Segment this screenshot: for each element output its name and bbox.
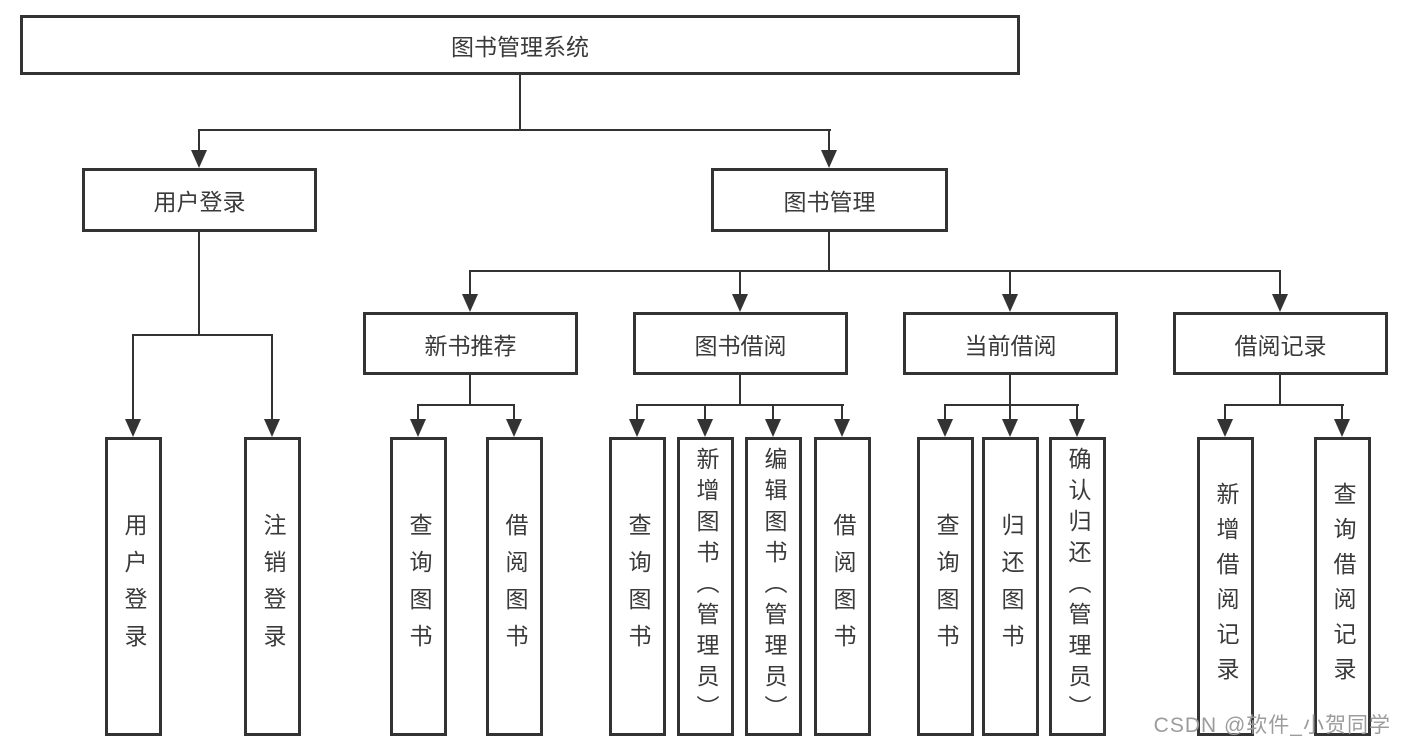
arrowhead-icon	[765, 419, 781, 437]
connector-line	[1279, 374, 1281, 406]
connector-line	[198, 129, 200, 152]
csdn-watermark: CSDN @软件_小贺同学	[1153, 714, 1391, 737]
node-user-login: 用户登录	[82, 168, 317, 232]
arrowhead-icon	[410, 419, 426, 437]
arrowhead-icon	[1002, 294, 1018, 312]
connector-line	[132, 334, 273, 336]
node-new-book-recommendation: 新书推荐	[363, 312, 578, 375]
arrowhead-icon	[629, 419, 645, 437]
connector-line	[1224, 404, 1344, 406]
leaf-label: 借阅图书	[830, 512, 856, 661]
connector-line	[1009, 374, 1011, 406]
leaf-label: 新增图书（管理员）	[693, 447, 719, 726]
leaf-label: 查询图书	[406, 512, 432, 661]
arrowhead-icon	[1334, 419, 1350, 437]
connector-line	[198, 231, 200, 336]
leaf-label: 编辑图书（管理员）	[761, 447, 787, 726]
leaf-query-books-borrowing: 查询图书	[609, 437, 666, 736]
connector-line	[469, 270, 1281, 272]
connector-line	[469, 270, 471, 296]
arrowhead-icon	[191, 150, 207, 168]
connector-line	[519, 74, 521, 130]
node-library-management-system: 图书管理系统	[20, 15, 1020, 75]
arrowhead-icon	[1272, 294, 1288, 312]
arrowhead-icon	[937, 419, 953, 437]
connector-line	[828, 129, 830, 152]
leaf-edit-books-admin: 编辑图书（管理员）	[745, 437, 802, 736]
arrowhead-icon	[732, 294, 748, 312]
connector-line	[1224, 404, 1226, 421]
arrowhead-icon	[506, 419, 522, 437]
arrowhead-icon	[1002, 419, 1018, 437]
leaf-add-borrow-record: 新增借阅记录	[1197, 437, 1254, 736]
connector-line	[739, 374, 741, 406]
leaf-confirm-return-admin: 确认归还（管理员）	[1049, 437, 1106, 736]
leaf-label: 归还图书	[998, 512, 1024, 661]
connector-line	[513, 404, 515, 421]
leaf-query-books-recommend: 查询图书	[390, 437, 447, 736]
connector-line	[841, 404, 843, 421]
connector-line	[636, 404, 638, 421]
arrowhead-icon	[125, 419, 141, 437]
leaf-borrow-books-borrowing: 借阅图书	[814, 437, 871, 736]
leaf-label: 确认归还（管理员）	[1065, 447, 1091, 726]
connector-line	[1076, 404, 1078, 421]
leaf-label: 新增借阅记录	[1213, 481, 1239, 692]
node-book-borrowing: 图书借阅	[633, 312, 848, 375]
leaf-label: 用户登录	[121, 512, 147, 661]
leaf-borrow-books-recommend: 借阅图书	[486, 437, 543, 736]
leaf-add-books-admin: 新增图书（管理员）	[677, 437, 734, 736]
leaf-logout: 注销登录	[244, 437, 301, 736]
leaf-label: 查询图书	[933, 512, 959, 661]
connector-line	[198, 129, 831, 131]
connector-line	[469, 374, 471, 406]
arrowhead-icon	[1069, 419, 1085, 437]
arrowhead-icon	[462, 294, 478, 312]
arrowhead-icon	[697, 419, 713, 437]
leaf-user-login: 用户登录	[105, 437, 162, 736]
connector-line	[271, 334, 273, 421]
node-borrowing-records: 借阅记录	[1173, 312, 1388, 375]
connector-line	[704, 404, 706, 421]
leaf-query-borrow-record: 查询借阅记录	[1314, 437, 1371, 736]
arrowhead-icon	[821, 150, 837, 168]
connector-line	[828, 231, 830, 272]
connector-line	[1009, 404, 1011, 421]
connector-line	[1009, 270, 1011, 296]
connector-line	[944, 404, 1079, 406]
leaf-label: 借阅图书	[502, 512, 528, 661]
connector-line	[417, 404, 419, 421]
node-book-management: 图书管理	[711, 168, 948, 232]
connector-line	[1279, 270, 1281, 296]
leaf-query-books-current: 查询图书	[917, 437, 974, 736]
leaf-label: 查询借阅记录	[1330, 481, 1356, 692]
leaf-return-books: 归还图书	[982, 437, 1039, 736]
connector-line	[739, 270, 741, 296]
arrowhead-icon	[264, 419, 280, 437]
connector-line	[1341, 404, 1343, 421]
connector-line	[944, 404, 946, 421]
leaf-label: 注销登录	[260, 512, 286, 661]
leaf-label: 查询图书	[625, 512, 651, 661]
arrowhead-icon	[1217, 419, 1233, 437]
node-current-borrowing: 当前借阅	[903, 312, 1118, 375]
connector-line	[772, 404, 774, 421]
connector-line	[636, 404, 844, 406]
connector-line	[132, 334, 134, 421]
connector-line	[417, 404, 515, 406]
arrowhead-icon	[834, 419, 850, 437]
